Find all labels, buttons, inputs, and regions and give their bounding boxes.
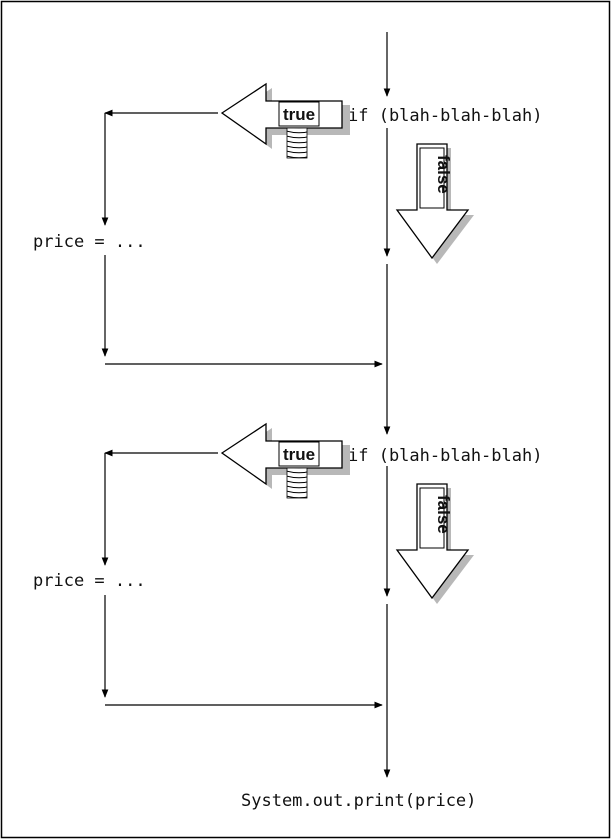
if-block-2: if (blah-blah-blah) price = ... true fal…	[33, 422, 542, 709]
false-label-2: false	[434, 495, 453, 534]
price-assignment-1: price = ...	[33, 232, 146, 252]
false-label-box-2	[419, 487, 445, 549]
true-label-1: true	[283, 105, 315, 124]
spring-icon-2	[286, 467, 308, 499]
false-label-1: false	[434, 155, 453, 194]
if-block-1: if (blah-blah-blah) price = ... true fal…	[33, 32, 542, 368]
price-assignment-2: price = ...	[33, 571, 146, 591]
false-label-box-1	[419, 147, 445, 209]
if-condition-2: if (blah-blah-blah)	[348, 446, 542, 466]
true-label-box-2	[278, 441, 320, 467]
spring-icon-1	[286, 127, 308, 159]
if-condition-1: if (blah-blah-blah)	[348, 106, 542, 126]
true-label-2: true	[283, 445, 315, 464]
final-print-statement: System.out.print(price)	[241, 791, 476, 811]
true-label-box-1	[278, 101, 320, 127]
